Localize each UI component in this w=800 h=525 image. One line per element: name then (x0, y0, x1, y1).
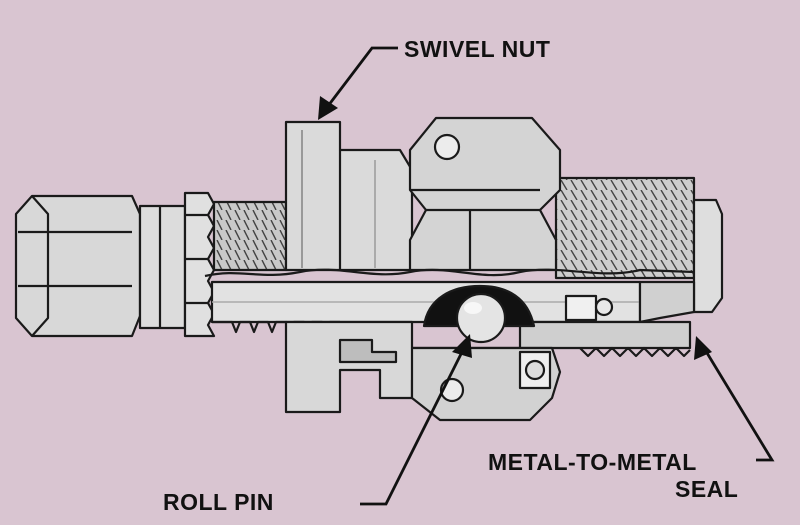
arrowheads (318, 96, 712, 360)
leader-lines (326, 46, 775, 506)
tapered-end (638, 280, 696, 324)
collar (183, 191, 216, 338)
hex-fitting-left (14, 194, 187, 338)
lower-thread (518, 320, 692, 358)
roll-pin-label: ROLL PIN (163, 489, 274, 515)
swivel-nut-label: SWIVEL NUT (404, 36, 551, 62)
swivel-nut (284, 120, 414, 272)
upper-thread-right (554, 176, 696, 280)
metal-seal-label-line2: SEAL (675, 476, 739, 502)
upper-thread-left (212, 200, 288, 272)
hex-nut-lower (410, 346, 562, 422)
roll-pin (455, 292, 507, 344)
hex-nut (408, 116, 562, 272)
metal-seal-label-line1: METAL-TO-METAL (488, 449, 697, 475)
bearing-detail (564, 294, 614, 322)
